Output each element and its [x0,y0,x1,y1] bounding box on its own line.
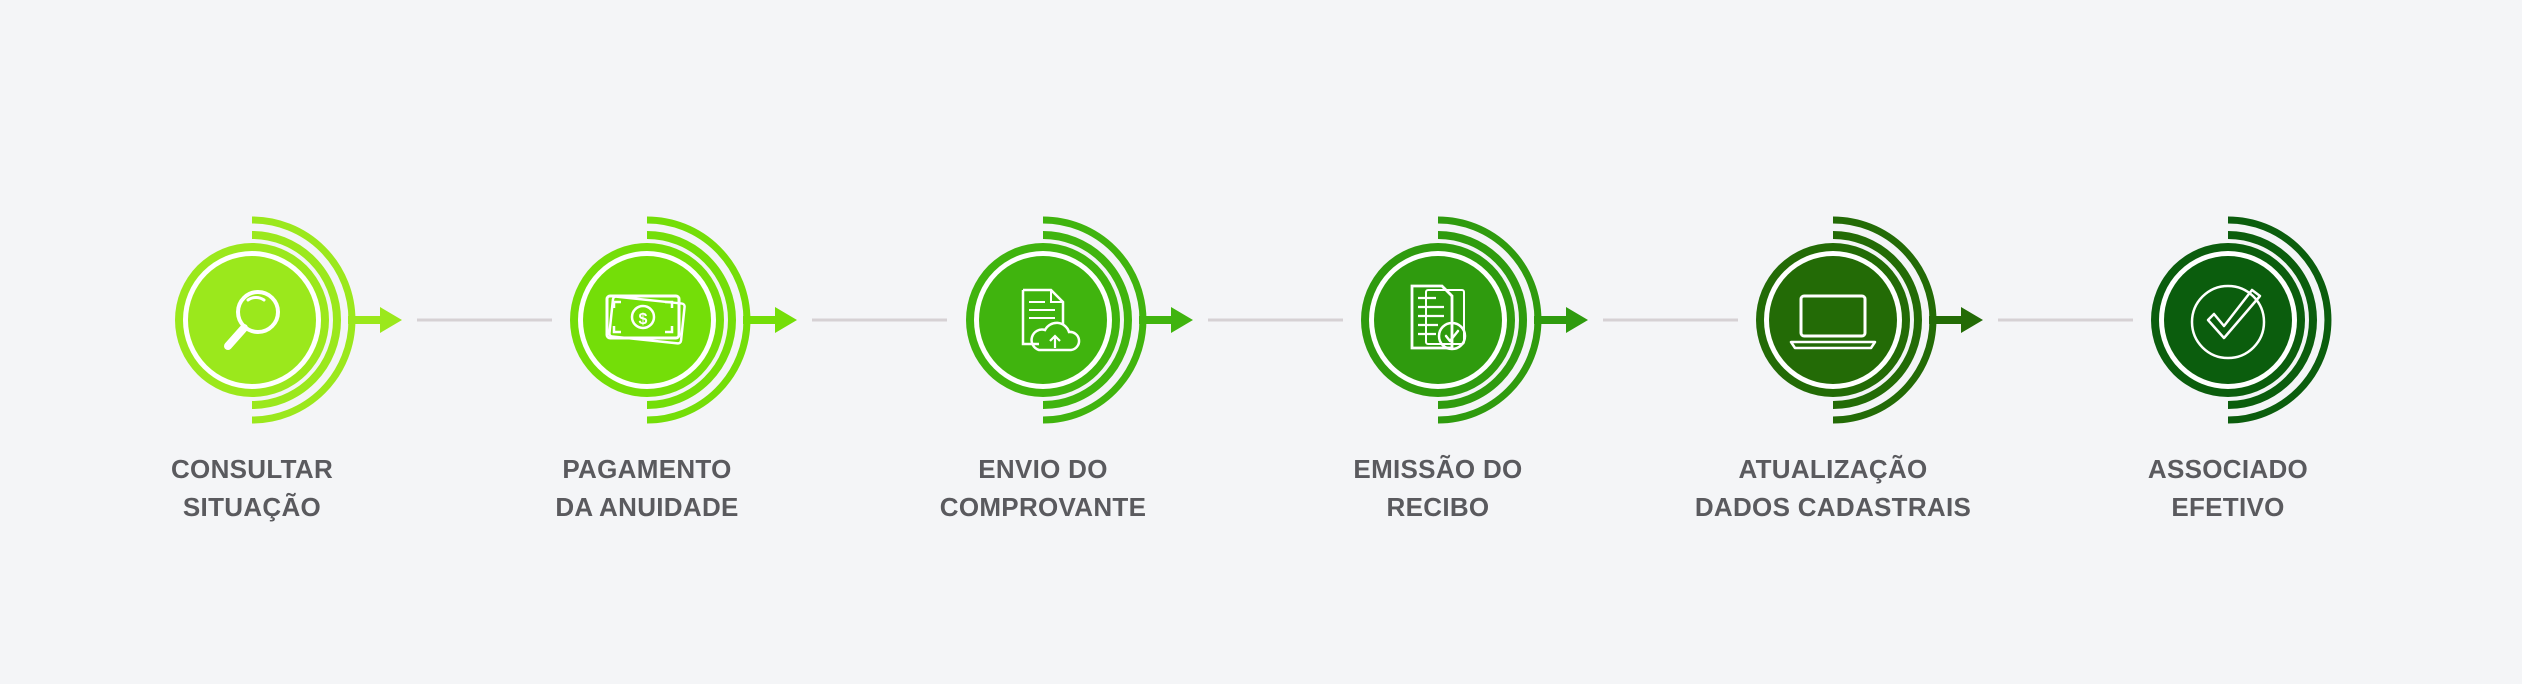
step-node-3 [966,216,1147,424]
step-label-4-line1: EMISSÃO DO [1353,454,1523,484]
document-cloud-upload-icon [1021,288,1081,352]
step-node-2: $ [570,216,751,424]
step-2-arrow [743,307,797,333]
step-node-1 [175,216,356,424]
step-2-middle-arc [646,231,736,409]
step-node-6 [2151,216,2332,424]
magnifier-icon [224,290,280,350]
step-label-2-line1: PAGAMENTO [562,454,732,484]
step-label-6-line1: ASSOCIADO [2147,454,2309,484]
step-4-inner-disk [1374,256,1502,384]
step-label-4-line2: RECIBO [1386,492,1490,522]
money-bill-icon: $ [605,294,686,345]
step-2-inner-disk [583,256,711,384]
step-label-1-line2: SITUAÇÃO [182,492,322,522]
step-1-middle-arc [251,231,341,409]
step-1-arrow [348,307,402,333]
step-label-2: PAGAMENTO DA ANUIDADE [487,450,807,526]
step-5-arrow [1929,307,1983,333]
laptop-icon [1789,294,1877,350]
step-label-3-line2: COMPROVANTE [939,492,1147,522]
step-node-4 [1361,216,1542,424]
step-1-inner-disk [188,256,316,384]
step-label-4: EMISSÃO DO RECIBO [1278,450,1598,526]
step-label-3-line1: ENVIO DO [978,454,1108,484]
step-4-arrow [1534,307,1588,333]
step-label-5-line1: ATUALIZAÇÃO [1738,454,1928,484]
step-label-5-line2: DADOS CADASTRAIS [1694,492,1972,522]
check-circle-icon [2190,284,2266,360]
svg-text:$: $ [639,311,648,328]
step-node-5 [1756,216,1937,424]
step-4-middle-arc [1437,231,1527,409]
step-5-middle-arc [1832,231,1922,409]
step-label-1: CONSULTAR SITUAÇÃO [92,450,412,526]
step-label-2-line2: DA ANUIDADE [555,492,739,522]
step-3-arrow [1139,307,1193,333]
step-label-5: ATUALIZAÇÃO DADOS CADASTRAIS [1673,450,1993,526]
step-6-outer-arc [2227,216,2332,424]
step-3-inner-disk [979,256,1107,384]
step-label-6: ASSOCIADO EFETIVO [2068,450,2388,526]
receipt-check-icon [1410,284,1467,351]
step-label-3: ENVIO DO COMPROVANTE [883,450,1203,526]
step-5-inner-disk [1769,256,1897,384]
step-3-middle-arc [1042,231,1132,409]
step-label-1-line1: CONSULTAR [170,454,334,484]
step-6-middle-arc [2227,231,2317,409]
step-label-6-line2: EFETIVO [2171,492,2285,522]
